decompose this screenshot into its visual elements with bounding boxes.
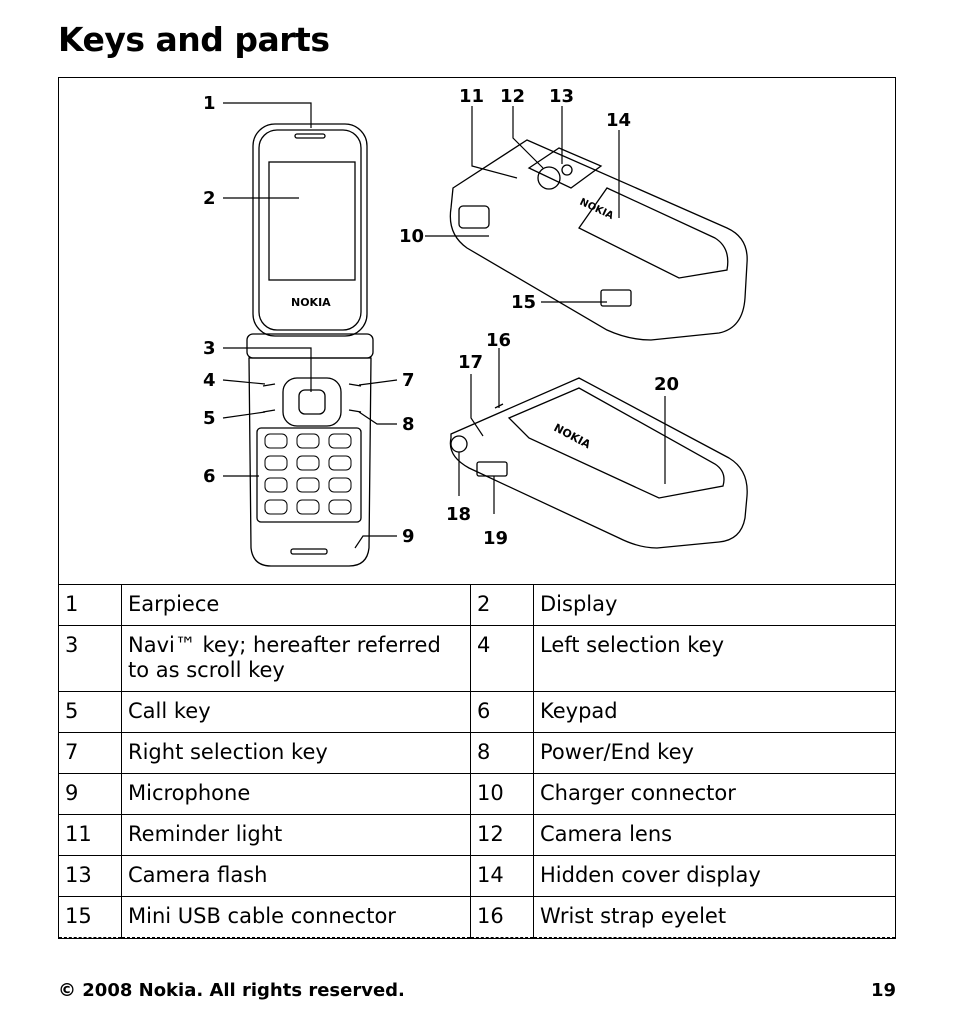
callout-19: 19 <box>483 528 508 549</box>
part-number: 13 <box>59 855 122 897</box>
callout-12: 12 <box>500 86 525 107</box>
phone-hinge <box>246 333 374 359</box>
phone-illustration: NOKIA NOKIA NOKIA <box>59 78 895 585</box>
phone-diagram: NOKIA NOKIA NOKIA <box>203 86 748 567</box>
part-label: Keypad <box>533 691 895 733</box>
callout-13: 13 <box>549 86 574 107</box>
navi-key <box>282 377 342 427</box>
part-number: 7 <box>59 732 122 774</box>
phone-upper-half <box>252 123 368 337</box>
cover-display-area <box>578 187 729 279</box>
part-number: 12 <box>470 814 534 856</box>
part-number: 5 <box>59 691 122 733</box>
headset-jack <box>450 435 468 453</box>
nokia-logo-front: NOKIA <box>291 296 331 309</box>
part-number: 1 <box>59 585 122 626</box>
part-label: Mini USB cable connector <box>121 896 471 938</box>
callout-17: 17 <box>458 352 483 373</box>
part-label: Charger connector <box>533 773 895 815</box>
part-number: 8 <box>470 732 534 774</box>
cover-outline <box>507 387 725 499</box>
part-number: 16 <box>470 896 534 938</box>
part-number: 14 <box>470 855 534 897</box>
part-number: 15 <box>59 896 122 938</box>
part-number: 2 <box>470 585 534 626</box>
callout-14: 14 <box>606 110 631 131</box>
part-label: Microphone <box>121 773 471 815</box>
part-label: Display <box>533 585 895 626</box>
part-label: Earpiece <box>121 585 471 626</box>
closed-phone-front <box>449 377 748 549</box>
page-title: Keys and parts <box>58 20 330 59</box>
callout-1: 1 <box>203 93 216 114</box>
part-label: Camera lens <box>533 814 895 856</box>
part-label: Call key <box>121 691 471 733</box>
charger-port <box>458 205 490 229</box>
closed-phone-back <box>449 139 748 341</box>
callout-5: 5 <box>203 408 216 429</box>
callout-20: 20 <box>654 374 679 395</box>
callout-4: 4 <box>203 370 216 391</box>
part-label: Navi™ key; hereafter referred to as scro… <box>121 625 471 692</box>
callout-10: 10 <box>399 226 424 247</box>
part-number: 9 <box>59 773 122 815</box>
phone-lower-half <box>248 357 372 567</box>
callout-15: 15 <box>511 292 536 313</box>
part-label: Hidden cover display <box>533 855 895 897</box>
part-number: 11 <box>59 814 122 856</box>
part-label: Power/End key <box>533 732 895 774</box>
camera-module <box>527 147 603 189</box>
callout-9: 9 <box>402 526 415 547</box>
camera-flash-circle <box>561 164 573 176</box>
usb-port <box>600 289 632 307</box>
part-number: 10 <box>470 773 534 815</box>
camera-lens-circle <box>537 166 561 190</box>
keys-parts-box: NOKIA NOKIA NOKIA <box>58 77 896 939</box>
part-number: 4 <box>470 625 534 692</box>
earpiece-slot <box>294 133 326 139</box>
footer-page-number: 19 <box>870 980 896 1001</box>
part-number: 6 <box>470 691 534 733</box>
callout-16: 16 <box>486 330 511 351</box>
callout-6: 6 <box>203 466 216 487</box>
callout-11: 11 <box>459 86 484 107</box>
footer-copyright: © 2008 Nokia. All rights reserved. <box>58 980 405 1001</box>
part-label: Camera flash <box>121 855 471 897</box>
callout-2: 2 <box>203 188 216 209</box>
part-label: Wrist strap eyelet <box>533 896 895 938</box>
part-number: 3 <box>59 625 122 692</box>
phone-main-display <box>268 161 356 281</box>
keypad-area <box>256 427 362 523</box>
nokia-logo-cover: NOKIA <box>552 421 594 451</box>
part-label: Reminder light <box>121 814 471 856</box>
callout-7: 7 <box>402 370 415 391</box>
part-label: Left selection key <box>533 625 895 692</box>
nokia-logo-back: NOKIA <box>578 197 616 222</box>
callout-8: 8 <box>402 414 415 435</box>
microphone-slot <box>290 548 328 555</box>
callout-3: 3 <box>203 338 216 359</box>
side-port <box>476 461 508 477</box>
part-label: Right selection key <box>121 732 471 774</box>
callout-18: 18 <box>446 504 471 525</box>
